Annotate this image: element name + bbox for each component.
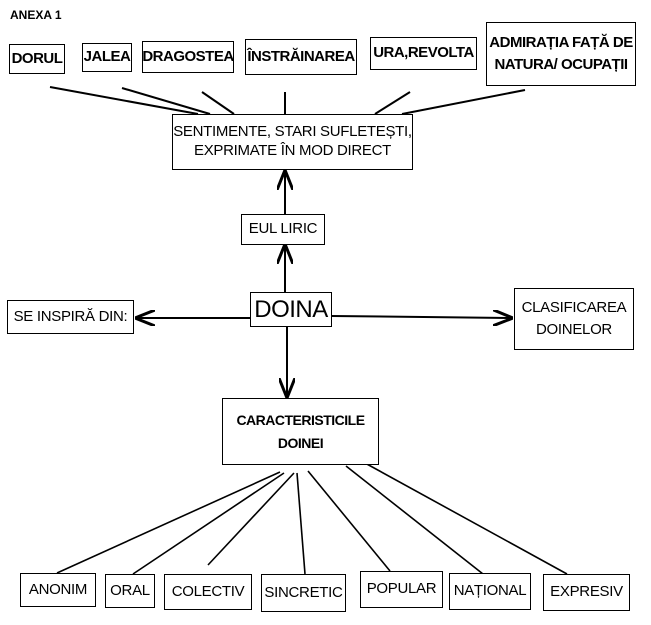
node-inspiration: SE INSPIRĂ DIN: bbox=[7, 300, 134, 334]
node-sentiments: SENTIMENTE, STARI SUFLETEȘTI, EXPRIMATE … bbox=[172, 114, 413, 170]
line-sincretic bbox=[296, 472, 306, 575]
line-dorul bbox=[49, 86, 199, 115]
node-eul-liric: EUL LIRIC bbox=[241, 214, 325, 245]
line-admiratia bbox=[401, 89, 526, 115]
node-dorul: DORUL bbox=[9, 44, 65, 74]
node-oral: ORAL bbox=[105, 574, 155, 608]
node-doina: DOINA bbox=[250, 292, 332, 327]
node-admiratia: ADMIRAȚIA FAȚĂ DE NATURA/ OCUPAȚII bbox=[486, 22, 636, 86]
node-dragostea: DRAGOSTEA bbox=[142, 41, 234, 73]
line-ura bbox=[374, 91, 411, 115]
line-national bbox=[345, 465, 484, 575]
node-anonim: ANONIM bbox=[20, 573, 96, 607]
node-national: NAȚIONAL bbox=[449, 573, 531, 610]
node-classification: CLASIFICAREA DOINELOR bbox=[514, 288, 634, 350]
node-sincretic: SINCRETIC bbox=[261, 574, 346, 612]
node-popular: POPULAR bbox=[360, 571, 443, 608]
line-anonim bbox=[56, 471, 281, 574]
line-jalea bbox=[121, 87, 211, 115]
line-oral bbox=[132, 472, 285, 575]
node-colectiv: COLECTIV bbox=[164, 574, 252, 610]
line-popular bbox=[307, 470, 391, 572]
node-expresiv: EXPRESIV bbox=[543, 574, 630, 611]
node-jalea: JALEA bbox=[82, 43, 132, 72]
node-characteristics: CARACTERISTICILE DOINEI bbox=[222, 398, 379, 465]
node-ura-revolta: URA,REVOLTA bbox=[370, 37, 477, 70]
line-colectiv bbox=[207, 472, 295, 566]
arrow-to-classification bbox=[331, 316, 511, 318]
line-expresiv bbox=[364, 462, 568, 575]
node-instrainarea: ÎNSTRĂINAREA bbox=[245, 39, 357, 75]
line-dragostea bbox=[201, 91, 235, 115]
annex-title: ANEXA 1 bbox=[10, 8, 62, 22]
